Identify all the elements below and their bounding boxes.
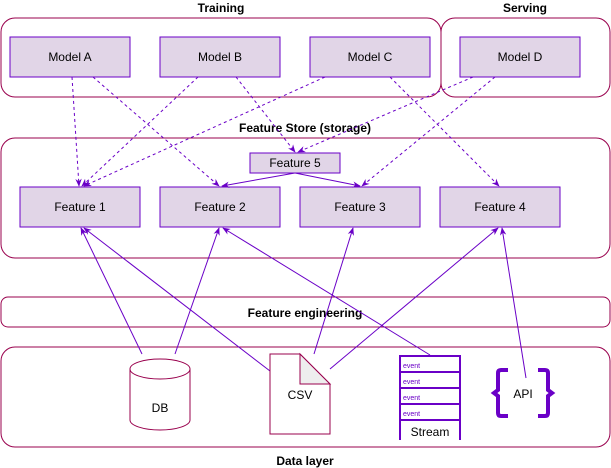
stream-label: Stream	[411, 425, 450, 439]
db-node[interactable]: DB	[129, 358, 191, 431]
model-b-label: Model B	[198, 50, 242, 64]
edge-model-c-feature-4	[389, 76, 500, 187]
feature-2-label: Feature 2	[194, 200, 246, 214]
model-a-label: Model A	[48, 50, 91, 64]
model-d-label: Model D	[498, 50, 543, 64]
feature-1-label: Feature 1	[54, 200, 106, 214]
edge-model-d-feature-5	[297, 76, 474, 153]
data-layer-title: Data layer	[276, 454, 334, 468]
csv-node[interactable]: CSV	[269, 352, 332, 435]
serving-title: Serving	[503, 1, 547, 15]
api-left-brace-icon	[490, 368, 508, 418]
model-c-label: Model C	[348, 50, 393, 64]
stream-event-3: event	[403, 395, 420, 402]
feature-2-node[interactable]: Feature 2	[159, 186, 281, 228]
serving-group	[440, 17, 611, 98]
model-c-node[interactable]: Model C	[309, 36, 431, 78]
feature-1-node[interactable]: Feature 1	[19, 186, 141, 228]
feature-4-node[interactable]: Feature 4	[439, 186, 561, 228]
feature-5-label: Feature 5	[269, 156, 321, 170]
feature-3-label: Feature 3	[334, 200, 386, 214]
stream-node[interactable]: event event event event Stream	[399, 355, 461, 440]
feature-store-group	[0, 137, 611, 259]
db-label: DB	[152, 401, 169, 415]
edge-api-feature-4	[499, 227, 527, 379]
api-right-brace-icon	[538, 368, 556, 418]
model-a-node[interactable]: Model A	[9, 36, 131, 78]
model-b-node[interactable]: Model B	[159, 36, 281, 78]
stream-event-2: event	[403, 379, 420, 386]
edge-csv-feature-1	[83, 227, 271, 372]
edge-csv-feature-4	[329, 227, 499, 370]
edge-model-a-feature-1	[71, 76, 82, 187]
edge-model-d-feature-3	[361, 76, 496, 187]
data-layer-group	[0, 346, 611, 448]
edge-stream-feature-2	[222, 227, 431, 356]
edge-csv-feature-3	[313, 227, 354, 355]
model-d-node[interactable]: Model D	[459, 36, 581, 78]
api-label: API	[513, 387, 532, 401]
stream-event-1: event	[403, 363, 420, 370]
edge-model-b-feature-5	[235, 76, 296, 153]
stream-event-4: event	[403, 411, 420, 418]
edge-model-b-feature-1	[81, 76, 199, 187]
csv-label: CSV	[288, 388, 313, 402]
edge-db-feature-2	[174, 227, 220, 355]
feature-store-title: Feature Store (storage)	[239, 121, 371, 135]
feature-engineering-group	[0, 296, 611, 328]
edge-feature-5-feature-3	[294, 172, 361, 188]
feature-5-node[interactable]: Feature 5	[249, 152, 341, 174]
edge-feature-5-feature-2	[221, 172, 296, 188]
edge-model-a-feature-2	[92, 76, 220, 187]
training-title: Training	[198, 1, 245, 15]
edge-db-feature-1	[80, 227, 143, 355]
edge-model-c-feature-1	[83, 76, 326, 187]
feature-engineering-title: Feature engineering	[248, 306, 363, 320]
api-node[interactable]: API	[490, 368, 556, 418]
feature-4-label: Feature 4	[474, 200, 526, 214]
feature-3-node[interactable]: Feature 3	[299, 186, 421, 228]
